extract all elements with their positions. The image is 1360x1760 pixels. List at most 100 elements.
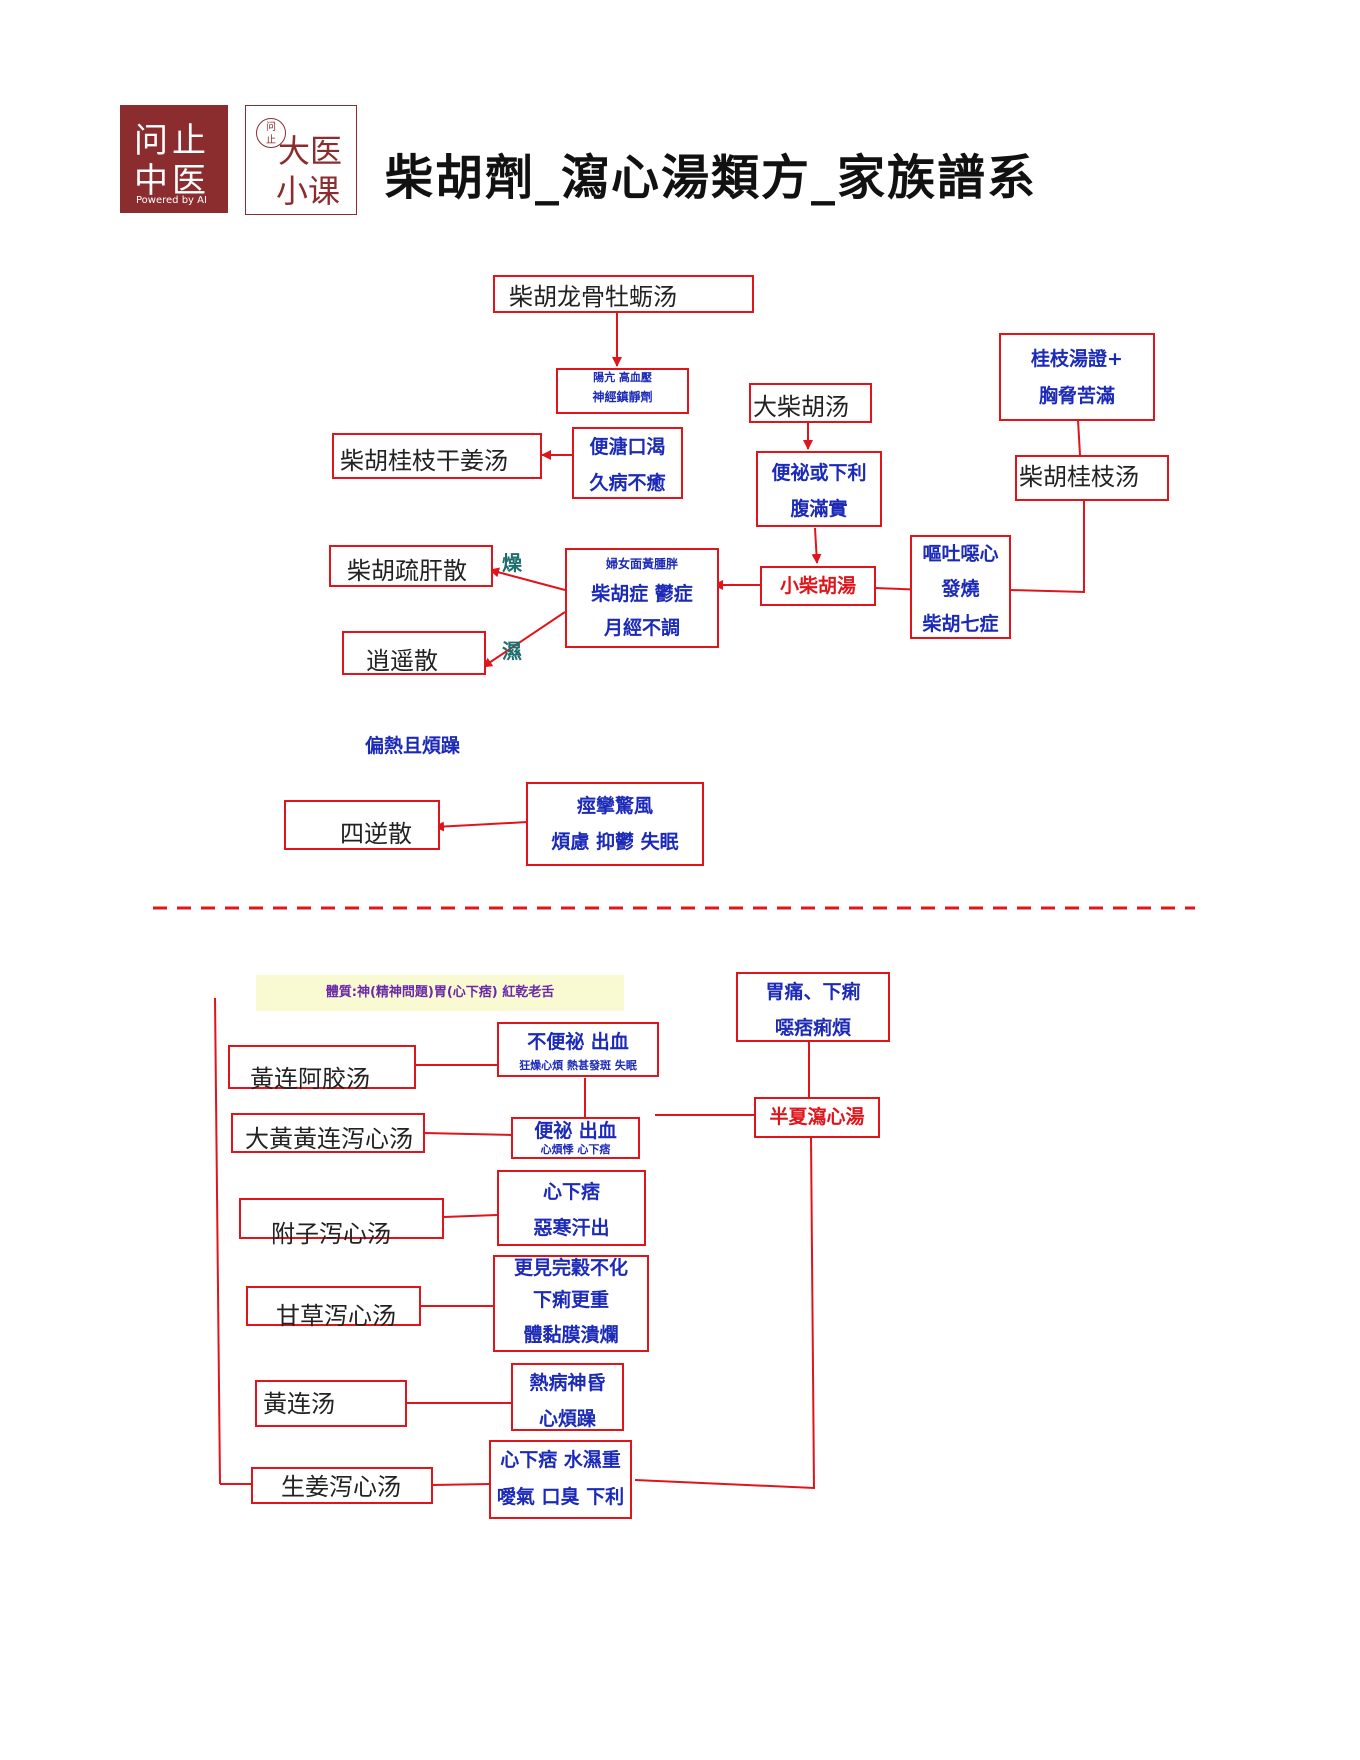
text-xinfanji: 心煩悸 心下痞	[540, 1143, 611, 1156]
label-xiaoyao: 逍遥散	[366, 647, 438, 675]
box-sini-note: 痙攣驚風 煩慮 抑鬱 失眠	[526, 782, 704, 866]
box-longgu-note: 陽亢 高血壓 神經鎮靜劑	[556, 368, 689, 414]
box-da-note: 便祕或下利 腹滿實	[756, 451, 882, 527]
box-gancao-note: 更見完穀不化 下痢更重 體黏膜潰爛	[493, 1255, 649, 1352]
box-ganjiang-note: 便溏口渴 久病不癒	[572, 427, 683, 499]
box-ejiao-note: 不便祕 出血 狂燥心煩 熱甚發斑 失眠	[497, 1022, 659, 1077]
text-women: 婦女面黃腫胖	[605, 557, 678, 571]
text-xiali: 下痢更重	[532, 1289, 609, 1311]
label-fuzi: 附子泻心汤	[271, 1220, 391, 1248]
label-chaihu-guizhi-ganjiang: 柴胡桂枝干姜汤	[340, 447, 508, 475]
line-guizhi-to-ouyu	[1009, 500, 1085, 594]
box-chaihu-guizhi: 柴胡桂枝汤	[1015, 455, 1169, 501]
text-qizheng: 柴胡七症	[922, 613, 999, 635]
box-chaihu-longgu-muli: 柴胡龙骨牡蛎汤	[493, 275, 754, 313]
box-fuzi-note: 心下痞 惡寒汗出	[497, 1170, 646, 1246]
arrow-women-to-shugan	[489, 567, 566, 591]
box-dahuang-note: 便祕 出血 心煩悸 心下痞	[511, 1117, 640, 1159]
seal-char-1: 问	[266, 122, 276, 133]
box-gancao: 甘草泻心汤	[246, 1286, 421, 1330]
box-sini: 四逆散	[284, 800, 440, 850]
page-title: 柴胡劑_瀉心湯類方_家族譜系	[385, 150, 1038, 206]
line-fuzi	[443, 1214, 498, 1218]
text-outu: 嘔吐噁心	[922, 543, 999, 565]
text-shuishi: 心下痞 水濕重	[500, 1449, 621, 1471]
text-pianre: 偏熱且煩躁	[365, 735, 461, 757]
seal-icon: 问 止	[256, 118, 286, 148]
course-text-bottom: 小课	[276, 172, 341, 210]
box-banxia: 半夏瀉心湯	[754, 1097, 880, 1138]
text-epi: 噁痞痢煩	[774, 1017, 851, 1039]
mark-dry: 燥	[502, 551, 522, 575]
logo-text-top: 问止	[134, 121, 210, 161]
arrow-women-to-xiaoyao	[482, 611, 566, 668]
label-huanglian-tang: 黃连汤	[263, 1390, 335, 1418]
course-text-top: 大医	[278, 132, 343, 170]
label-xiao-chaihu: 小柴胡湯	[779, 575, 856, 597]
text-yuejing: 月經不調	[603, 617, 680, 639]
label-chaihu-longgu-muli: 柴胡龙骨牡蛎汤	[509, 283, 677, 311]
line-left-vertical	[214, 997, 221, 1485]
label-chaihu-shugan: 柴胡疏肝散	[347, 557, 467, 585]
text-xinxiapi: 心下痞	[542, 1181, 600, 1203]
box-da-chaihu: 大柴胡汤	[749, 383, 872, 423]
line-dahuang	[423, 1132, 513, 1136]
label-da-chaihu: 大柴胡汤	[753, 393, 849, 421]
logo-powered: Powered by AI	[136, 195, 207, 206]
box-guizhi-combo: 桂枝湯證+ 胸脅苦滿	[999, 333, 1155, 421]
brand-logo: 问止 中医 Powered by AI	[120, 105, 228, 213]
text-guizhi-zheng: 桂枝湯證+	[1031, 348, 1123, 370]
mark-wet: 濕	[502, 639, 522, 663]
text-wangu: 更見完穀不化	[513, 1257, 628, 1279]
text-weitong: 胃痛、下痢	[765, 981, 861, 1003]
arrow-sininote-to-sini	[434, 821, 529, 832]
text-fuman: 腹滿實	[790, 498, 848, 520]
box-fuzi: 附子泻心汤	[239, 1198, 444, 1248]
text-ehan: 惡寒汗出	[533, 1217, 610, 1239]
box-banxia-note: 胃痛、下痢 噁痞痢煩	[736, 972, 890, 1042]
text-xiongxie: 胸脅苦滿	[1038, 385, 1115, 407]
box-shengjiang-note: 心下痞 水濕重 噯氣 口臭 下利	[489, 1440, 632, 1519]
seal-char-2: 止	[266, 135, 276, 146]
text-jiubing: 久病不癒	[589, 472, 666, 494]
label-sini: 四逆散	[340, 820, 412, 848]
text-sedative: 神經鎮靜劑	[592, 390, 653, 404]
box-huanglian-tang: 黃连汤	[255, 1380, 407, 1427]
box-xiao-chaihu: 小柴胡湯	[760, 566, 876, 606]
box-shengjiang: 生姜泻心汤	[251, 1467, 433, 1504]
text-nianmo: 體黏膜潰爛	[523, 1324, 619, 1346]
text-jingluan: 痙攣驚風	[576, 795, 653, 817]
line-banxia-to-shengjiang	[634, 1136, 816, 1490]
box-dahuang-huanglian: 大黃黃连泻心汤	[231, 1113, 425, 1153]
label-shengjiang: 生姜泻心汤	[281, 1473, 401, 1501]
text-kuangzao: 狂燥心煩 熱甚發斑 失眠	[519, 1059, 637, 1072]
line-shengjiang	[431, 1483, 491, 1486]
box-women-note: 婦女面黃腫胖 柴胡症 鬱症 月經不調	[565, 548, 719, 648]
text-xinfanzao: 心煩躁	[538, 1408, 596, 1430]
box-ouyu: 嘔吐噁心 發燒 柴胡七症	[910, 535, 1011, 639]
text-bubianmi: 不便祕 出血	[527, 1031, 629, 1053]
constitution-note: 體質:神(精神問題)胃(心下痞) 紅乾老舌	[256, 975, 624, 1011]
logo-text-bottom: 中医	[134, 161, 210, 201]
box-xiaoyao: 逍遥散	[342, 631, 486, 675]
arrow-danote-to-xiao	[811, 527, 822, 564]
line-combo-to-guizhi	[1077, 419, 1081, 456]
label-dahuang-huanglian: 大黃黃连泻心汤	[245, 1125, 413, 1153]
text-biantang: 便溏口渴	[589, 436, 666, 458]
box-chaihu-guizhi-ganjiang: 柴胡桂枝干姜汤	[332, 433, 542, 479]
text-bianmi: 便祕或下利	[771, 462, 867, 484]
box-huanglian-note: 熱病神昏 心煩躁	[511, 1363, 624, 1431]
box-chaihu-shugan: 柴胡疏肝散	[329, 545, 493, 587]
text-aiqi: 噯氣 口臭 下利	[496, 1486, 625, 1508]
box-huanglian-ejiao: 黃连阿胶汤	[228, 1045, 416, 1093]
text-chaihu-zheng: 柴胡症 鬱症	[591, 583, 693, 605]
label-huanglian-ejiao: 黃连阿胶汤	[250, 1065, 370, 1093]
text-rebing: 熱病神昏	[529, 1372, 606, 1394]
text-fanlv: 煩慮 抑鬱 失眠	[551, 831, 679, 853]
label-gancao: 甘草泻心汤	[276, 1302, 396, 1330]
label-chaihu-guizhi: 柴胡桂枝汤	[1019, 463, 1139, 491]
text-bianmi-chuxue: 便祕 出血	[534, 1120, 617, 1142]
course-logo: 问 止 大医 小课	[245, 105, 357, 215]
